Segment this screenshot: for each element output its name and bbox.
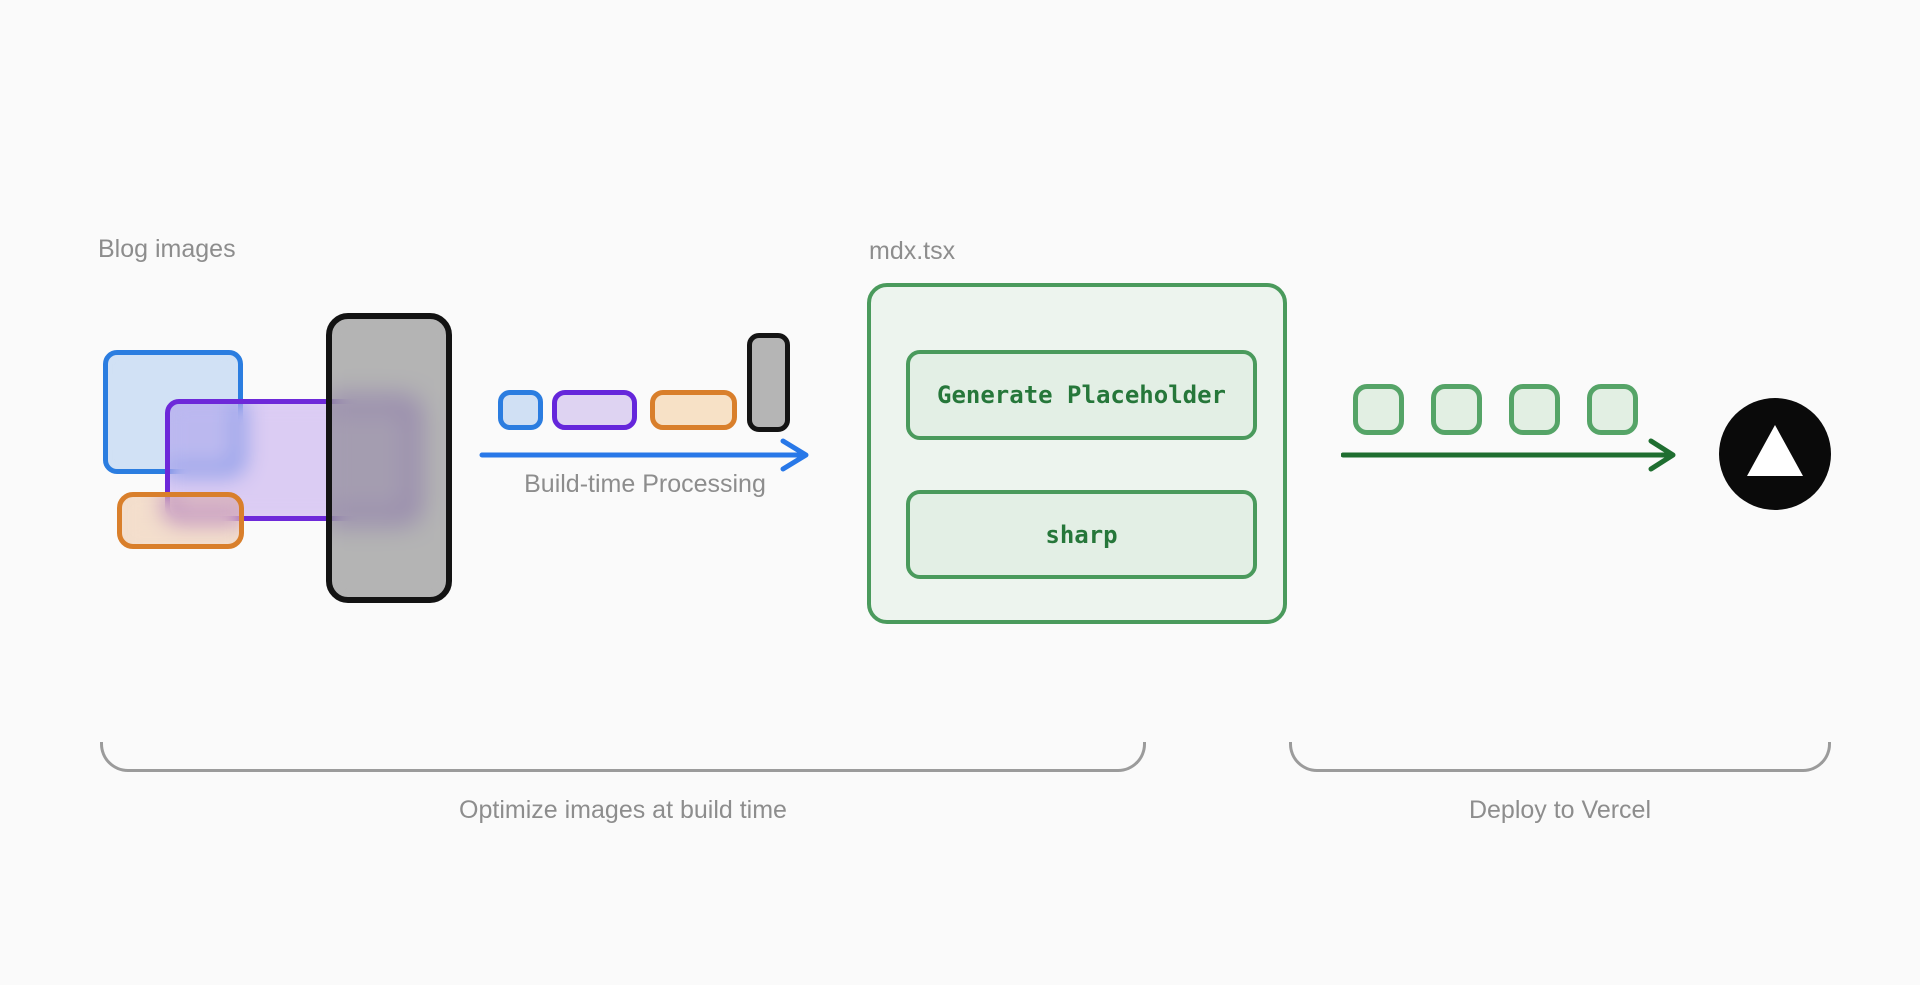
vercel-triangle <box>1747 425 1803 476</box>
optimize-bracket <box>100 742 1146 772</box>
optimized-thumb-blue <box>498 390 543 430</box>
optimize-caption: Optimize images at build time <box>459 796 787 824</box>
deploy-chunk <box>1587 384 1638 435</box>
blog-image-gray <box>326 313 452 603</box>
blog-images-label: Blog images <box>98 235 236 263</box>
sharp-label: sharp <box>1045 520 1118 549</box>
deploy-chunk <box>1509 384 1560 435</box>
build-time-processing-label: Build-time Processing <box>524 470 766 498</box>
generate-placeholder-step: Generate Placeholder <box>906 350 1257 440</box>
deploy-chunk <box>1431 384 1482 435</box>
deploy-bracket <box>1289 742 1831 772</box>
sharp-step: sharp <box>906 490 1257 579</box>
optimized-thumb-orange <box>650 390 737 430</box>
deploy-caption: Deploy to Vercel <box>1468 796 1652 824</box>
mdx-processing-box: Generate Placeholder sharp <box>867 283 1287 624</box>
vercel-logo-icon <box>1719 398 1831 510</box>
mdx-file-label: mdx.tsx <box>869 237 956 265</box>
optimized-thumb-gray <box>747 333 790 432</box>
build-arrow-icon <box>479 438 809 472</box>
deploy-chunk <box>1353 384 1404 435</box>
generate-placeholder-label: Generate Placeholder <box>937 381 1226 409</box>
optimized-thumb-purple <box>552 390 637 430</box>
blog-image-orange <box>117 492 244 549</box>
deploy-arrow-icon <box>1341 438 1676 472</box>
